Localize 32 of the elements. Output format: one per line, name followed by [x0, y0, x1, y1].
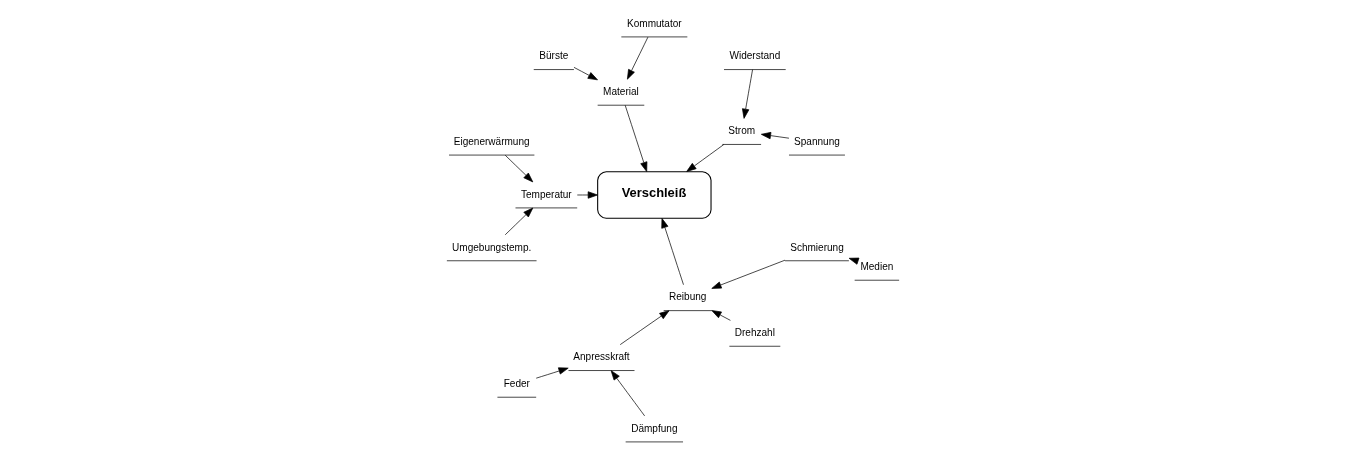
node-text: Bürste — [539, 50, 569, 62]
arrow — [576, 191, 598, 199]
node-text: Dämpfung — [631, 422, 678, 434]
arrow — [610, 370, 645, 417]
arrow — [573, 67, 598, 81]
node-text: Eigenerwärmung — [453, 135, 530, 147]
node-text: Spannung — [794, 135, 840, 147]
arrow — [760, 132, 790, 140]
node-text: Umgebungstemp. — [452, 241, 532, 253]
node-text: Kommutator — [627, 17, 682, 29]
arrow — [627, 36, 649, 80]
arrow — [711, 259, 786, 289]
arrow — [661, 218, 684, 286]
node-text: Temperatur — [520, 188, 572, 200]
node-text: Anpresskraft — [573, 351, 630, 363]
node-text: Reibung — [669, 291, 707, 303]
arrow — [504, 154, 534, 183]
node-text: Drehzahl — [734, 327, 775, 338]
node-text: Feder — [503, 377, 530, 389]
arrow — [711, 310, 731, 321]
node-text: Strom — [728, 125, 756, 137]
arrow — [742, 69, 753, 119]
node-box: Verschleiß — [597, 171, 712, 219]
arrow — [504, 207, 534, 236]
node-text: Material — [603, 85, 639, 97]
node-text: Schmierung — [790, 241, 844, 253]
node-text: Widerstand — [729, 50, 781, 62]
node-text: Medien — [860, 260, 894, 272]
arrow — [535, 367, 569, 379]
arrow — [624, 104, 648, 172]
arrow — [686, 144, 725, 172]
arrow — [619, 310, 670, 345]
